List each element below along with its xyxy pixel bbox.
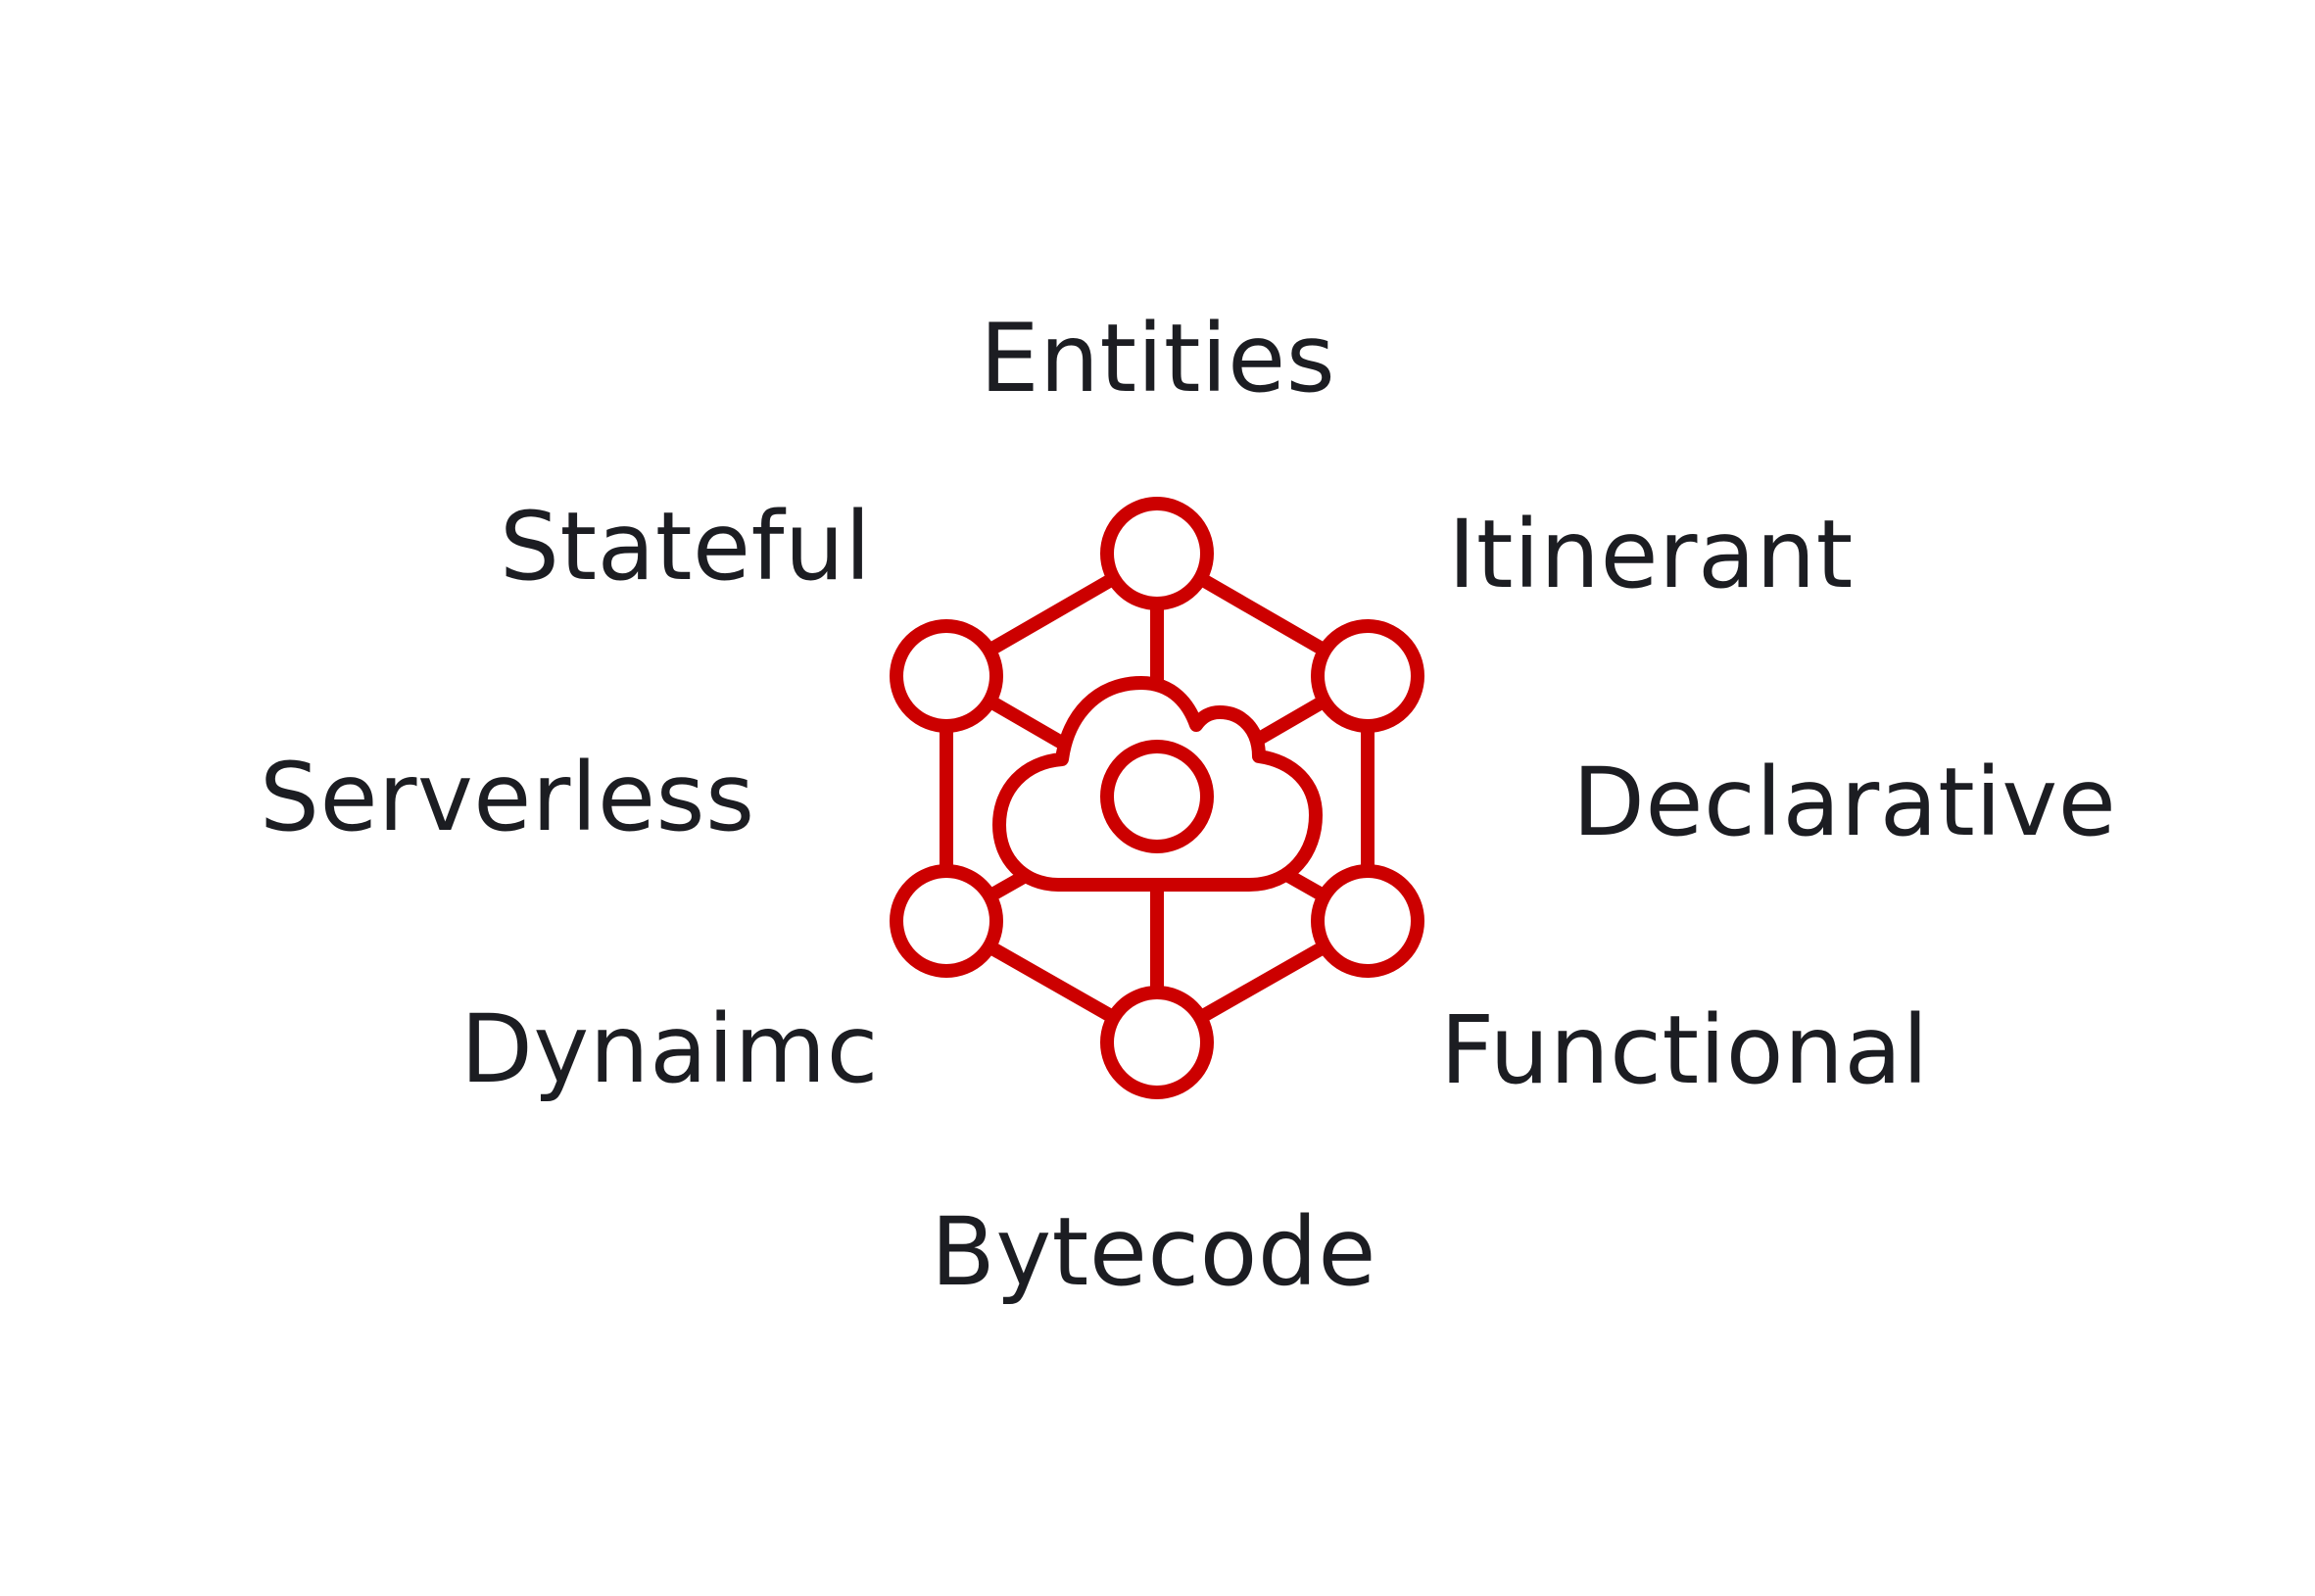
node-top [1100, 497, 1214, 610]
node-upper-right [1311, 619, 1424, 733]
node-bottom [1100, 986, 1214, 1099]
term-declarative: Declarative [1572, 748, 2117, 857]
term-entities: Entities [980, 304, 1336, 413]
term-itinerant: Itinerant [1448, 500, 1854, 609]
term-stateful: Stateful [500, 492, 872, 602]
spoke-upperright [1254, 692, 1335, 745]
edge-top-upperleft [979, 573, 1118, 659]
edge-lowerleft-bottom [979, 938, 1118, 1023]
cloud-core [1100, 740, 1214, 853]
term-functional: Functional [1440, 995, 1929, 1105]
term-dynaimc: Dynaimc [460, 994, 879, 1104]
term-bytecode: Bytecode [931, 1197, 1376, 1307]
edge-top-upperright [1196, 573, 1335, 659]
node-lower-left [890, 864, 1003, 978]
spoke-upperleft [979, 692, 1067, 749]
edge-lowerright-bottom [1196, 938, 1335, 1023]
node-upper-left [890, 619, 1003, 733]
term-serverless: Serverless [260, 743, 755, 852]
node-lower-right [1311, 864, 1424, 978]
